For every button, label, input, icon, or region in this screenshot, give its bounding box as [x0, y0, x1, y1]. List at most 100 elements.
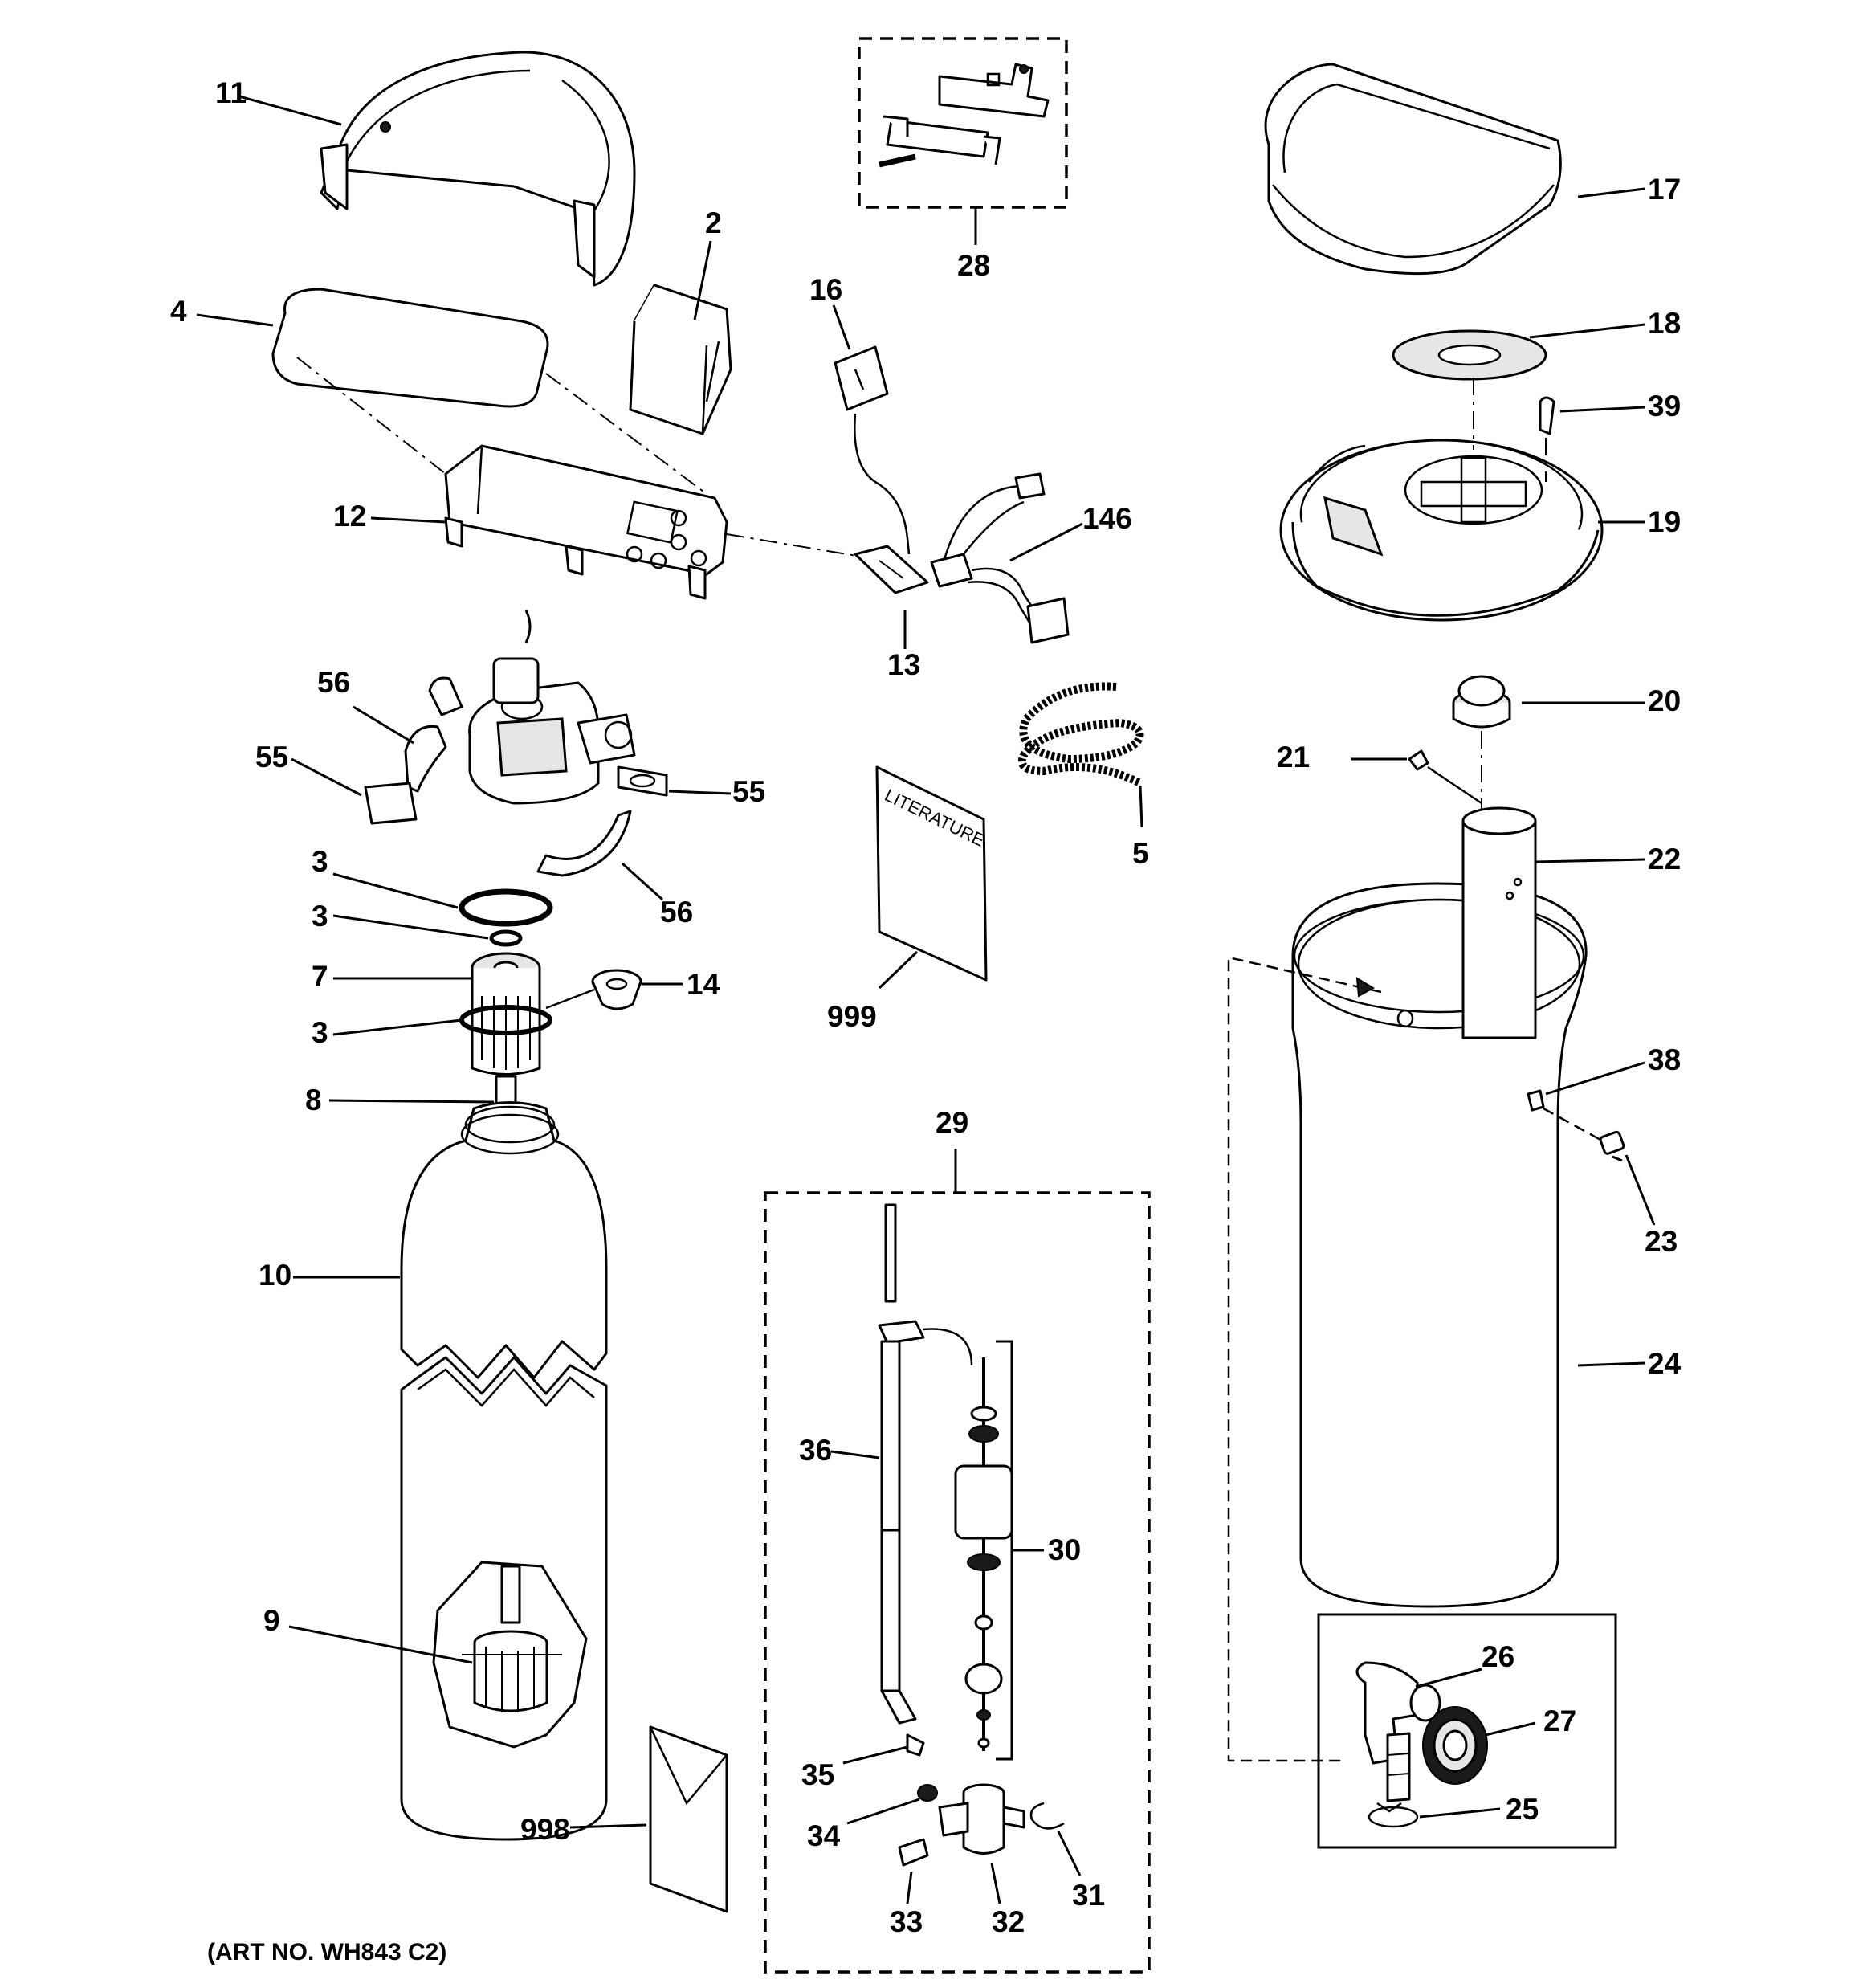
callout-36: 36 — [799, 1434, 832, 1467]
callout-27: 27 — [1543, 1704, 1576, 1737]
callout-55b: 55 — [732, 775, 765, 808]
callout-8: 8 — [305, 1084, 322, 1116]
part-16-transformer — [834, 345, 911, 555]
callout-35: 35 — [801, 1758, 834, 1791]
box-overflow — [1317, 1613, 1617, 1849]
part-14-plug — [591, 969, 642, 1010]
guide-14 — [545, 988, 595, 1010]
leader-23 — [1625, 1154, 1656, 1226]
leader-998 — [569, 1823, 647, 1829]
leader-2 — [693, 240, 712, 320]
callout-18: 18 — [1648, 307, 1681, 340]
callout-19: 19 — [1648, 505, 1681, 538]
leader-33 — [906, 1871, 913, 1904]
callout-29: 29 — [936, 1106, 968, 1139]
part-22-brine-well — [1461, 806, 1537, 1039]
leader-27 — [1485, 1721, 1536, 1737]
callout-28: 28 — [957, 249, 990, 282]
part-33-pin — [898, 1838, 929, 1867]
callout-33: 33 — [890, 1905, 923, 1938]
leader-5 — [1139, 785, 1143, 828]
leader-32 — [990, 1863, 1001, 1904]
callout-38: 38 — [1648, 1043, 1681, 1076]
leader-24 — [1577, 1361, 1645, 1367]
leader-16 — [832, 304, 851, 350]
part-146-harness — [930, 472, 1070, 644]
callout-31: 31 — [1072, 1879, 1105, 1912]
callout-20: 20 — [1648, 684, 1681, 717]
part-38-grommet — [1527, 1089, 1545, 1112]
part-17-salt-lid — [1264, 63, 1562, 276]
leader-25 — [1419, 1807, 1501, 1819]
callout-3c: 3 — [312, 1016, 328, 1049]
guide-overflow — [1227, 956, 1382, 1762]
part-5-tubing — [1017, 682, 1144, 787]
part-10-resin-tank — [400, 1101, 608, 1841]
part-2-cartridge — [629, 284, 732, 435]
guide-21 — [1427, 765, 1482, 805]
art-number-caption: (ART NO. WH843 C2) — [207, 1939, 446, 1966]
callout-5: 5 — [1132, 837, 1149, 870]
part-26-elbow — [1355, 1661, 1441, 1802]
callout-3b: 3 — [312, 900, 328, 933]
part-20-cap — [1452, 675, 1511, 729]
guide-4 — [296, 357, 446, 475]
part-12-control-panel — [444, 444, 728, 600]
part-36-tube — [878, 1203, 973, 1725]
part-25-clamp — [1368, 1802, 1419, 1828]
callout-25: 25 — [1506, 1793, 1539, 1826]
callout-12: 12 — [333, 500, 366, 533]
part-9-distributor — [462, 1565, 562, 1712]
callout-13: 13 — [887, 648, 920, 681]
part-3-oring-large — [459, 888, 553, 927]
callout-14: 14 — [687, 968, 720, 1001]
leader-9 — [288, 1625, 473, 1664]
callout-30: 30 — [1048, 1533, 1081, 1566]
part-30-float-assembly — [954, 1357, 1013, 1751]
callout-16: 16 — [809, 273, 842, 306]
leader-55b — [668, 790, 732, 795]
callout-21: 21 — [1277, 741, 1310, 774]
box-29 — [764, 1191, 1151, 1974]
guide-38 — [1543, 1107, 1603, 1142]
leader-12 — [370, 516, 446, 524]
part-55-plate-left — [364, 782, 418, 825]
leader-56a — [353, 705, 414, 745]
part-4-overlay — [271, 288, 549, 408]
part-24-brine-tank — [1291, 882, 1588, 1608]
part-13-board — [854, 545, 929, 594]
callout-24: 24 — [1648, 1347, 1682, 1380]
leader-999 — [878, 950, 919, 990]
callout-23: 23 — [1645, 1225, 1678, 1258]
callout-17: 17 — [1648, 173, 1681, 206]
leader-3c — [332, 1018, 463, 1036]
part-19-rim-ring — [1279, 439, 1604, 622]
leader-17 — [1577, 187, 1645, 198]
callout-998: 998 — [520, 1813, 570, 1846]
callout-11: 11 — [215, 76, 247, 109]
part-23-screw — [1599, 1130, 1625, 1162]
callout-39: 39 — [1648, 390, 1681, 423]
part-34-oring — [917, 1784, 938, 1802]
leader-26 — [1415, 1668, 1482, 1688]
callout-7: 7 — [312, 960, 328, 993]
part-32-valve-body — [938, 1783, 1025, 1855]
part-55-plate-right — [617, 765, 668, 797]
callout-55a: 55 — [255, 741, 288, 774]
callout-999: 999 — [827, 1000, 877, 1033]
leader-146 — [1009, 522, 1083, 562]
leader-38 — [1545, 1061, 1645, 1096]
part-11-top-cover — [320, 51, 636, 287]
callout-56b: 56 — [660, 896, 693, 929]
leader-36 — [830, 1450, 880, 1459]
part-28-brackets — [879, 63, 1050, 168]
callout-labels: 11 2 4 12 16 28 13 146 17 18 39 19 56 55… — [170, 76, 1682, 1938]
part-21-fitting — [1408, 749, 1429, 771]
guide-12 — [726, 533, 872, 559]
leader-4 — [196, 313, 274, 327]
part-999-literature: LITERATURE — [875, 765, 988, 982]
part-56-clip-upper — [404, 725, 447, 793]
leader-34 — [846, 1798, 920, 1825]
part-18-ring — [1392, 329, 1547, 381]
